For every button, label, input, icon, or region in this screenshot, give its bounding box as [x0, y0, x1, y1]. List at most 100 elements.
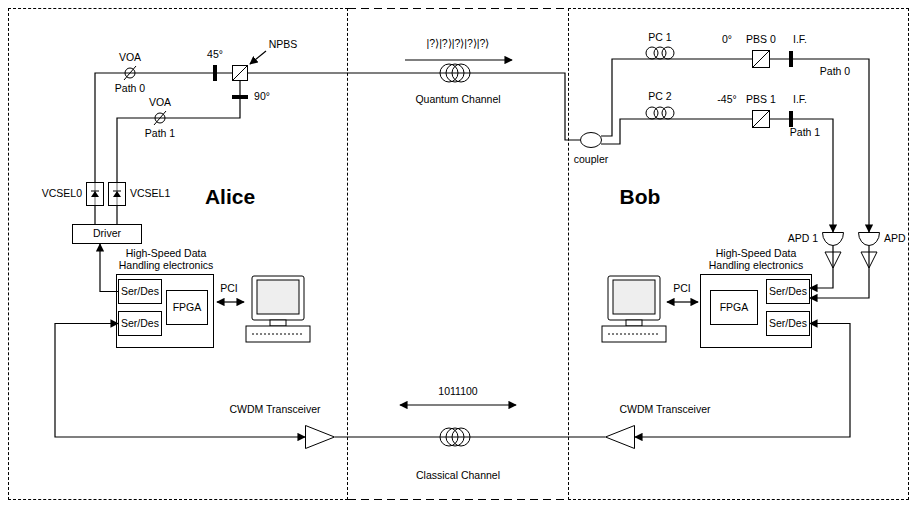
part-label: coupler: [574, 154, 608, 166]
annotation-label: VOA: [118, 52, 142, 64]
annotation-label: I.F.: [792, 34, 808, 46]
part-label: High-Speed Data Handling electronics: [114, 248, 218, 271]
annotation-label: PC 2: [647, 91, 672, 103]
transceiver: CWDM Transceiver: [305, 425, 335, 449]
shape-outline: [581, 133, 602, 148]
part-label: CWDM Transceiver: [619, 404, 710, 416]
shape-outline: [117, 183, 118, 205]
shape-outline: [305, 425, 335, 449]
part-label: APD: [884, 233, 906, 245]
region-title: Bob: [620, 185, 661, 208]
annotation-label: 90°: [253, 91, 271, 103]
connector-line: [635, 324, 850, 438]
transceiver: CWDM Transceiver: [605, 425, 635, 449]
annotation-label: VOA: [148, 97, 172, 109]
part-label: CWDM Transceiver: [230, 404, 321, 416]
part-label: High-Speed Data Handling electronics: [704, 248, 808, 271]
polarizing-beam-splitter: PBS 0: [752, 50, 770, 68]
shape-outline: [823, 233, 844, 246]
laser-source: VCSEL0: [86, 182, 104, 206]
region-panel: AliceVCSEL0VCSEL1DriverNPBSHigh-Speed Da…: [8, 8, 348, 500]
annotation-label: PCI: [672, 283, 692, 295]
connector-line: [601, 59, 752, 136]
shape-outline: [233, 66, 248, 81]
shape-outline: [109, 183, 126, 206]
box-label: Driver: [93, 228, 121, 240]
fiber-coupler: coupler: [580, 132, 602, 148]
box-label: FPGA: [720, 302, 749, 314]
shape-outline: [86, 182, 104, 206]
fpga-box: FPGA: [166, 290, 208, 325]
connector-line: [116, 206, 117, 224]
connector-line: [248, 73, 580, 140]
shape-outline: [859, 233, 880, 246]
annotation-label: Path 0: [819, 66, 851, 78]
region-border: [348, 9, 568, 500]
connector-line: [335, 436, 605, 437]
part-label: PBS 1: [746, 94, 776, 106]
serdes-box: Ser/Des: [118, 279, 162, 304]
connector-line: [810, 246, 869, 298]
photodiode: APD: [858, 232, 880, 246]
laser-source: VCSEL1: [108, 182, 126, 206]
shape-outline: [95, 183, 96, 205]
connector-line: [117, 81, 240, 182]
connector-line: [55, 324, 305, 438]
region-panel: Bob coupler PBS 0 PBS 1 APD 1 APD High-Speed D…: [568, 8, 909, 500]
connector-line: [95, 73, 232, 182]
serdes-box: Ser/Des: [766, 279, 810, 304]
part-label: PBS 0: [746, 34, 776, 46]
computer-icon: [246, 276, 666, 342]
annotation-label: Path 0: [114, 83, 146, 95]
shape-outline: [822, 232, 844, 246]
shape-outline: [232, 65, 248, 81]
photodiode: APD 1: [822, 232, 844, 246]
serdes-box: Ser/Des: [766, 311, 810, 336]
shape-outline: [87, 183, 104, 206]
annotation-label: I.F.: [792, 94, 808, 106]
annotation-label: Path 1: [144, 128, 176, 140]
electronics-box: High-Speed Data Handling electronicsSer/…: [116, 274, 214, 348]
electronics-box: High-Speed Data Handling electronicsFPGA…: [700, 274, 812, 348]
polarization-controller: [646, 47, 674, 119]
annotation-label: PCI: [219, 283, 239, 295]
annotation-label: 45°: [206, 49, 224, 61]
serdes-box: Ser/Des: [118, 311, 162, 336]
shape-outline: [108, 182, 126, 206]
shape-outline: [306, 426, 335, 449]
shape-outline: [605, 425, 635, 449]
annotation-label: |?⟩|?⟩|?⟩|?⟩|?⟩: [426, 38, 491, 50]
part-label: VCSEL0: [42, 188, 82, 200]
annotation-label: 1011100: [437, 386, 478, 398]
connector-line: [601, 119, 752, 144]
box-label: Ser/Des: [121, 286, 159, 298]
connector-line: [810, 246, 833, 288]
waveplate: [213, 51, 793, 127]
box-label: Ser/Des: [769, 318, 807, 330]
shape-outline: [753, 111, 770, 128]
shape-outline: [580, 132, 602, 148]
fpga-box: FPGA: [710, 290, 758, 325]
annotation-label: 0°: [721, 34, 733, 46]
voa-symbol: [124, 66, 166, 125]
shape-outline: [752, 110, 770, 128]
shape-outline: [233, 66, 248, 81]
shape-outline: [752, 50, 770, 68]
box-label: Ser/Des: [121, 318, 159, 330]
region-title: Alice: [205, 185, 255, 208]
annotation-label: Classical Channel: [415, 470, 501, 482]
annotation-label: -45°: [716, 94, 737, 106]
part-label: NPBS: [269, 39, 298, 51]
annotation-label: PC 1: [647, 32, 672, 44]
connector-line: [770, 119, 833, 232]
connector-line: [94, 206, 95, 224]
annotation-label: Path 1: [789, 127, 821, 139]
connector-line: [770, 59, 869, 232]
part-label: VCSEL1: [130, 188, 170, 200]
shape-outline: [753, 51, 770, 68]
shape-outline: [753, 111, 770, 128]
shape-outline: [753, 51, 770, 68]
shape-outline: [606, 426, 635, 449]
shape-outline: [858, 232, 880, 246]
